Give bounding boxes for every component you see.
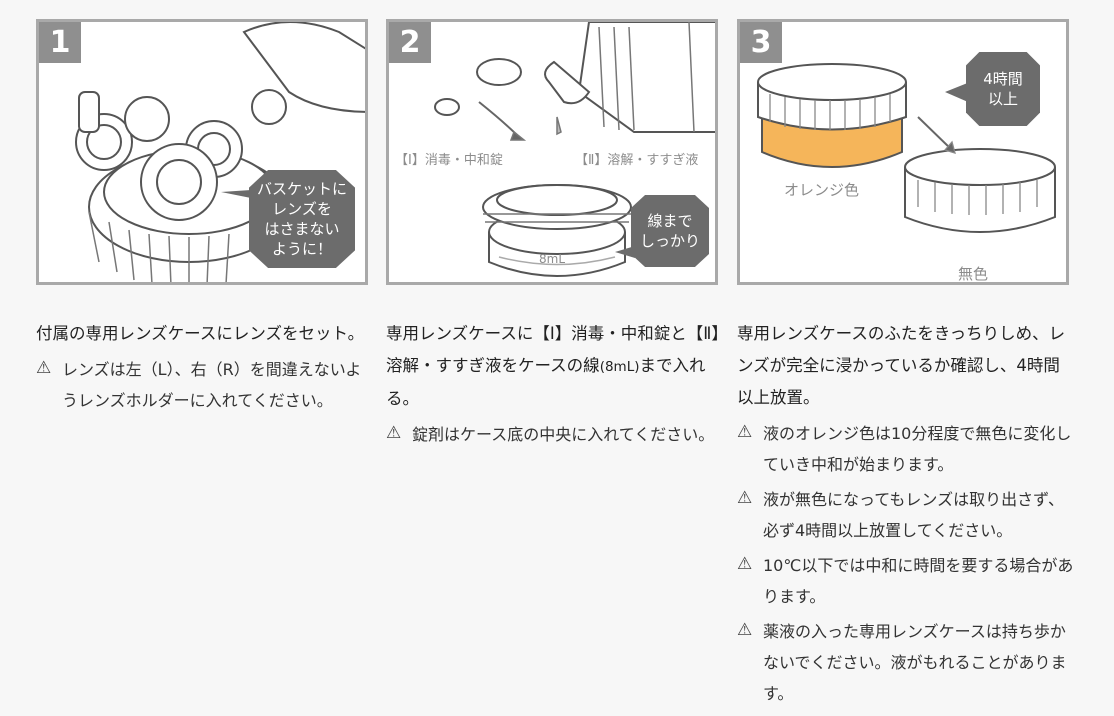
instruction-volume: (8mL) [599, 359, 640, 375]
step-1-instruction: 付属の専用レンズケースにレンズをセット。 [36, 324, 365, 343]
step-2-instruction: 専用レンズケースに【Ⅰ】消毒・中和錠と【Ⅱ】溶解・すすぎ液をケースの線(8mL)… [386, 318, 724, 415]
step-1-text: 付属の専用レンズケースにレンズをセット。 ⚠ レンズは左（L）、右（R）を間違え… [36, 318, 374, 416]
warning-icon: ⚠ [36, 358, 52, 378]
colorless-label: 無色 [958, 265, 989, 283]
step-3-note: ⚠ 液が無色になってもレンズは取り出さず、必ず4時間以上放置してください。 [737, 484, 1075, 546]
callout-line: しっかり [639, 232, 700, 250]
step-number-badge: 1 [39, 22, 81, 63]
instruction-part: 専用レンズケースに【Ⅰ】消毒・中和錠と【Ⅱ】溶解・すすぎ液をケースの線 [386, 324, 720, 375]
note-text: 液のオレンジ色は10分程度で無色に変化していき中和が始まります。 [763, 424, 1072, 474]
callout-line: バスケットに [256, 180, 347, 198]
warning-icon: ⚠ [737, 554, 753, 574]
note-text: 液が無色になってもレンズは取り出さず、必ず4時間以上放置してください。 [763, 490, 1064, 540]
step-3-instruction: 専用レンズケースのふたをきっちりしめ、レンズが完全に浸かっているか確認し、4時間… [737, 324, 1066, 407]
instruction-part: まで入れる。 [386, 356, 706, 408]
warning-icon: ⚠ [737, 488, 753, 508]
step-1-callout: バスケットに レンズを はさまない ように！ [249, 170, 355, 268]
callout-line: 4時間 [983, 70, 1023, 88]
callout-line: 線まで [647, 212, 693, 230]
callout-line: 以上 [987, 90, 1018, 108]
step-1-illustration: 1 [36, 19, 368, 285]
orange-label: オレンジ色 [784, 181, 860, 199]
step-3-illustration: 3 オレンジ色 [737, 19, 1069, 285]
step-3-note: ⚠ 液のオレンジ色は10分程度で無色に変化していき中和が始まります。 [737, 418, 1075, 480]
step-3-note: ⚠ 薬液の入った専用レンズケースは持ち歩かないでください。液がもれることがありま… [737, 616, 1075, 709]
case-color-change-drawing [757, 63, 1056, 233]
callout-line: はさまない [264, 220, 340, 238]
callout-line: ように！ [271, 240, 332, 258]
step-number-badge: 2 [389, 22, 431, 63]
warning-icon: ⚠ [386, 423, 402, 443]
step-2-text: 専用レンズケースに【Ⅰ】消毒・中和錠と【Ⅱ】溶解・すすぎ液をケースの線(8mL)… [386, 318, 724, 450]
note-text: レンズは左（L）、右（R）を間違えないようレンズホルダーに入れてください。 [62, 360, 362, 410]
tablet-label: 【Ⅰ】消毒・中和錠 [395, 153, 503, 168]
callout-line: レンズを [272, 200, 332, 218]
step-2-callout: 線まで しっかり [631, 195, 709, 267]
step-number-badge: 3 [740, 22, 782, 63]
step-1-note: ⚠ レンズは左（L）、右（R）を間違えないようレンズホルダーに入れてください。 [36, 354, 374, 416]
warning-icon: ⚠ [737, 620, 753, 640]
step-3-note: ⚠ 10℃以下では中和に時間を要する場合があります。 [737, 550, 1075, 612]
step-3-text: 専用レンズケースのふたをきっちりしめ、レンズが完全に浸かっているか確認し、4時間… [737, 318, 1075, 709]
volume-mark: 8mL [539, 252, 566, 266]
warning-icon: ⚠ [737, 422, 753, 442]
note-text: 錠剤はケース底の中央に入れてください。 [412, 425, 715, 444]
note-text: 薬液の入った専用レンズケースは持ち歩かないでください。液がもれることがあります。 [763, 622, 1067, 703]
tablet-bottle-case-drawing [434, 22, 715, 277]
step-2-note: ⚠ 錠剤はケース底の中央に入れてください。 [386, 419, 724, 450]
note-text: 10℃以下では中和に時間を要する場合があります。 [763, 556, 1074, 606]
step-3-callout: 4時間 以上 [966, 52, 1040, 126]
lens-case-basket-drawing [75, 22, 365, 282]
solution-label: 【Ⅱ】溶解・すすぎ液 [575, 153, 699, 168]
step-2-illustration: 2 【Ⅰ】消毒・中和錠 [386, 19, 718, 285]
